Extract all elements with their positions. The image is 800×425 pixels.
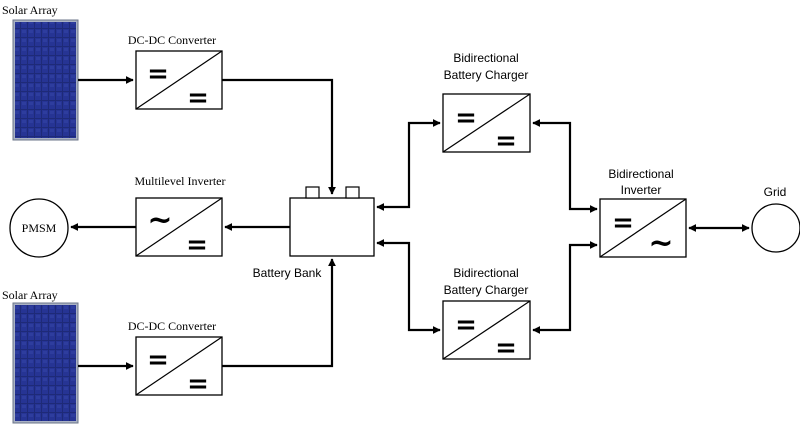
connections [70, 76, 750, 370]
dc-symbol-icon: = [186, 230, 208, 260]
dc-symbol-icon: = [187, 83, 209, 113]
solar-panel-top-icon [12, 19, 79, 141]
bidirectional-charger-top: = = [442, 93, 531, 156]
charger-bottom-label-line2: Battery Charger [444, 283, 529, 297]
arrow-dcdc-top-to-battery [222, 78, 336, 195]
arrow-charger-top-inverter [532, 119, 598, 213]
grid-icon [751, 203, 800, 253]
dc-symbol-icon: = [147, 345, 169, 375]
ac-symbol-icon: ~ [648, 226, 673, 261]
dc-symbol-icon: = [455, 103, 477, 133]
dc-symbol-icon: = [495, 126, 517, 156]
bidir-inverter-label-line2: Inverter [621, 183, 662, 197]
dcdc-converter-bottom: = = [135, 336, 223, 399]
dcdc-converter-top: = = [135, 50, 223, 113]
multilevel-inverter: ~ = [135, 197, 223, 260]
arrow-battery-charger-bottom [376, 239, 441, 334]
charger-bottom-label-line1: Bidirectional [453, 266, 518, 280]
pmsm-label: PMSM [22, 221, 57, 235]
dc-symbol-icon: = [147, 59, 169, 89]
dc-symbol-icon: = [495, 333, 517, 363]
battery-terminal-icon [345, 186, 360, 199]
dc-symbol-icon: = [455, 310, 477, 340]
dc-symbol-icon: = [187, 369, 209, 399]
ac-symbol-icon: ~ [147, 203, 172, 238]
arrow-dcdc-bottom-to-battery [222, 258, 336, 368]
dcdc-bottom-label: DC-DC Converter [128, 319, 216, 333]
multilevel-inverter-label: Multilevel Inverter [135, 174, 226, 188]
battery-bank [289, 186, 375, 257]
pmsm-motor: PMSM [9, 198, 69, 258]
dcdc-top-label: DC-DC Converter [128, 33, 216, 47]
bidir-inverter-label-line1: Bidirectional [608, 167, 673, 181]
battery-terminal-icon [305, 186, 320, 199]
grid-label: Grid [764, 185, 787, 199]
charger-top-label-line1: Bidirectional [453, 51, 518, 65]
solar-array-bottom-label: Solar Array [2, 288, 58, 302]
bidirectional-charger-bottom: = = [442, 300, 531, 363]
solar-array-top-label: Solar Array [2, 3, 58, 17]
dc-symbol-icon: = [612, 208, 634, 238]
charger-top-label-line2: Battery Charger [444, 68, 529, 82]
battery-bank-label: Battery Bank [253, 266, 323, 280]
bidirectional-inverter: = ~ [599, 198, 687, 261]
solar-panel-bottom-icon [12, 302, 79, 424]
arrow-charger-bottom-inverter [532, 241, 598, 334]
arrow-battery-charger-top [376, 119, 441, 211]
